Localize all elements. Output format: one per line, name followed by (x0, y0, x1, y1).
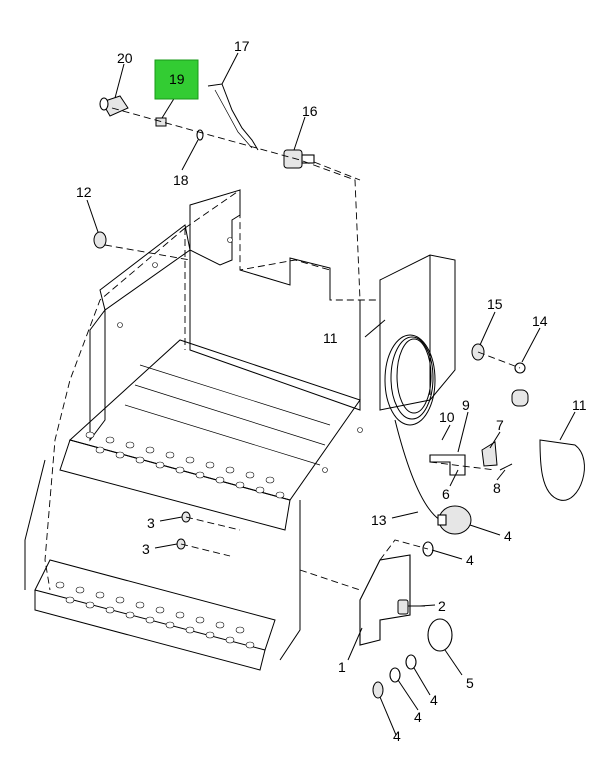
callout-13: 13 (371, 512, 387, 528)
callout-5: 5 (466, 675, 474, 691)
callout-4-nut: 4 (393, 728, 401, 744)
callout-8: 8 (493, 480, 501, 496)
part-16-plug (283, 149, 315, 169)
part-17-harness (207, 83, 259, 151)
callout-19: 19 (169, 71, 185, 87)
part-13-cable-coil (384, 334, 441, 521)
part-4-sensor (437, 505, 472, 535)
upper-tread-holes (85, 431, 285, 499)
callout-2: 2 (438, 598, 446, 614)
step-box-assembly (24, 189, 456, 671)
callout-20: 20 (117, 50, 133, 66)
part-6-bracket (429, 454, 466, 476)
part-20-connector (99, 95, 129, 117)
part-4-washer-c (389, 667, 401, 683)
callout-9: 9 (462, 397, 470, 413)
highlight-box-19 (154, 59, 199, 100)
callout-12: 12 (76, 184, 92, 200)
part-1-bracket (359, 554, 411, 646)
lower-tread-holes (55, 581, 255, 649)
part-11-cable-tie (539, 439, 585, 501)
callout-14: 14 (532, 313, 548, 329)
callout-3-b: 3 (142, 541, 150, 557)
callout-16: 16 (302, 103, 318, 119)
part-4-washer-b (405, 654, 417, 670)
callout-7: 7 (496, 417, 504, 433)
part-5-pad (427, 618, 453, 652)
callout-4-washer: 4 (466, 552, 474, 568)
callout-3-a: 3 (147, 515, 155, 531)
callout-15: 15 (487, 296, 503, 312)
part-4-nut (372, 681, 384, 699)
part-14-cap (511, 362, 529, 407)
callout-11-left: 11 (323, 330, 338, 346)
callout-11-right: 11 (572, 397, 587, 413)
callout-labels: 20 19 17 16 18 12 11 15 14 11 10 9 7 8 6… (76, 38, 587, 744)
part-7-clip (481, 441, 498, 467)
callout-6: 6 (442, 486, 450, 502)
callout-4-washer-c: 4 (414, 709, 422, 725)
part-2-bolt (397, 599, 425, 615)
leader-lines (86, 52, 576, 736)
callout-4-washer-b: 4 (430, 692, 438, 708)
callout-18: 18 (173, 172, 189, 188)
part-8-screw (499, 463, 513, 471)
part-12-grommet (93, 231, 107, 249)
callout-10: 10 (439, 409, 455, 425)
callout-1: 1 (338, 659, 346, 675)
callout-4-sensor: 4 (504, 528, 512, 544)
callout-17: 17 (234, 38, 250, 54)
